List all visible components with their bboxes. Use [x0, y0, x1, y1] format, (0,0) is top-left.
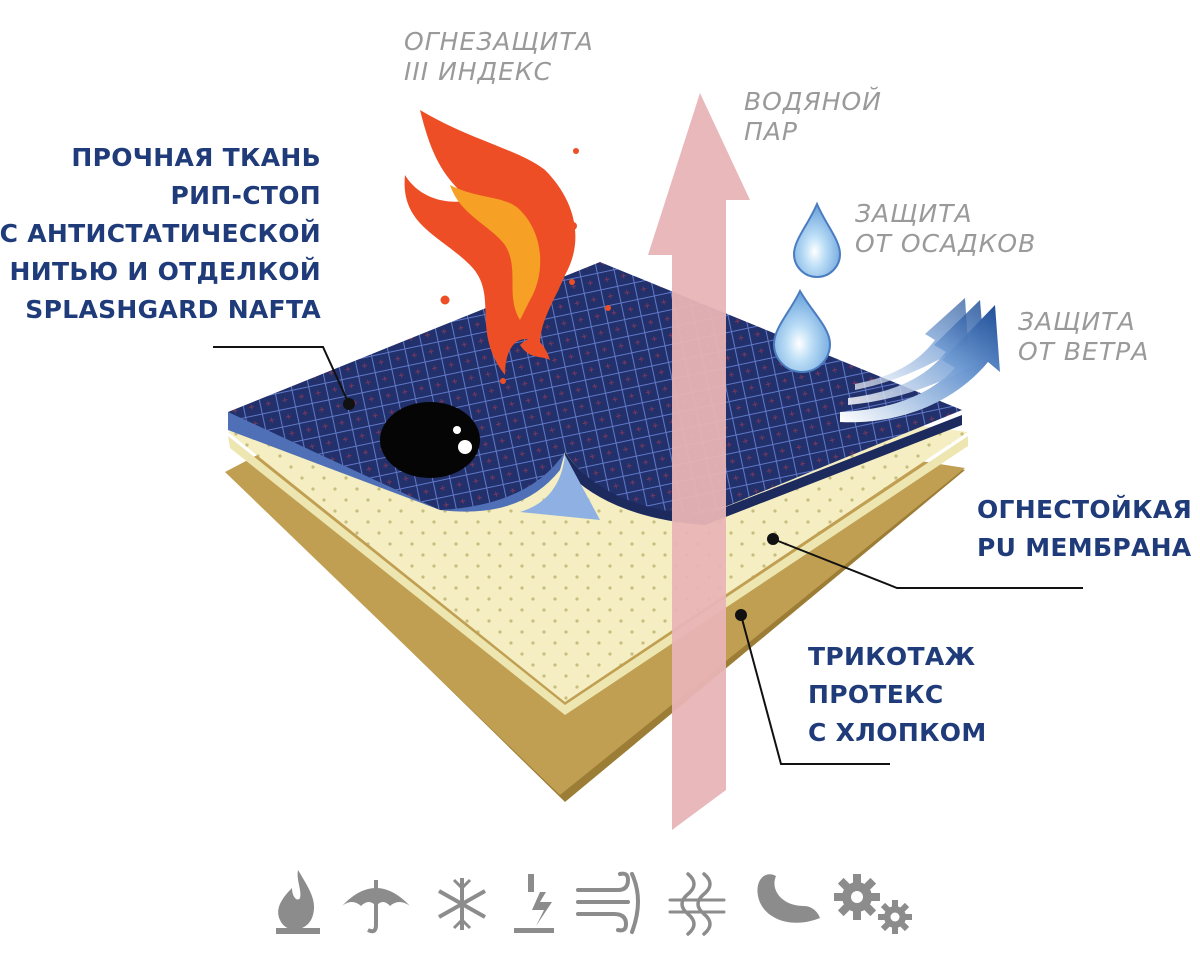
membrane-label-line: ОГНЕСТОЙКАЯ	[977, 495, 1193, 524]
fabric-label-line: НИТЬЮ И ОТДЕЛКОЙ	[9, 257, 321, 286]
membrane-layer-label: ОГНЕСТОЙКАЯ PU МЕМБРАНА	[977, 491, 1192, 567]
fire-label-line: ОГНЕЗАЩИТА	[404, 27, 594, 56]
fire-flame-icon	[404, 110, 611, 384]
leader-dot	[735, 609, 747, 621]
leader-lines	[213, 346, 1083, 765]
gears-icon	[834, 874, 912, 934]
wind-label-line: ЗАЩИТА	[1018, 307, 1136, 336]
water-vapor-label: ВОДЯНОЙ ПАР	[744, 87, 882, 147]
fire-label-line: III ИНДЕКС	[404, 57, 553, 86]
leader-dot	[343, 398, 355, 410]
fabric-label-line: ПРОЧНАЯ ТКАНЬ	[71, 143, 321, 172]
rain-label-line: ОТ ОСАДКОВ	[855, 229, 1037, 258]
vapor-label-line: ВОДЯНОЙ	[744, 87, 882, 116]
splash-droplet-icon	[380, 402, 480, 478]
antistatic-icon	[514, 874, 554, 933]
wind-icon	[576, 871, 640, 934]
fire-protection-label: ОГНЕЗАЩИТА III ИНДЕКС	[404, 27, 594, 87]
rain-protection-label: ЗАЩИТА ОТ ОСАДКОВ	[855, 199, 1036, 259]
rain-drop-icon	[772, 201, 842, 373]
leader-dot	[767, 533, 779, 545]
knit-label-line: ПРОТЕКС	[808, 680, 944, 709]
umbrella-icon	[342, 880, 410, 934]
fabric-label-line: SPLASHGARD NAFTA	[25, 295, 321, 324]
rain-label-line: ЗАЩИТА	[855, 199, 973, 228]
fabric-layer-label: ПРОЧНАЯ ТКАНЬ РИП-СТОП С АНТИСТАТИЧЕСКОЙ…	[0, 139, 321, 329]
knit-label-line: С ХЛОПКОМ	[808, 718, 987, 747]
fabric-label-line: РИП-СТОП	[170, 181, 321, 210]
feather-icon	[757, 874, 820, 923]
wind-protection-label: ЗАЩИТА ОТ ВЕТРА	[1018, 307, 1149, 367]
membrane-label-line: PU МЕМБРАНА	[977, 533, 1192, 562]
breathable-icon	[668, 872, 726, 936]
knit-layer-label: ТРИКОТАЖ ПРОТЕКС С ХЛОПКОМ	[808, 638, 987, 752]
fabric-label-line: С АНТИСТАТИЧЕСКОЙ	[0, 219, 321, 248]
bottom-icons	[276, 870, 912, 936]
snowflake-icon	[438, 878, 486, 930]
wind-label-line: ОТ ВЕТРА	[1018, 337, 1150, 366]
flame-icon	[276, 870, 320, 934]
vapor-arrow	[648, 93, 750, 830]
vapor-label-line: ПАР	[744, 117, 798, 146]
wind-arrows-icon	[840, 298, 1000, 423]
knit-label-line: ТРИКОТАЖ	[808, 642, 976, 671]
